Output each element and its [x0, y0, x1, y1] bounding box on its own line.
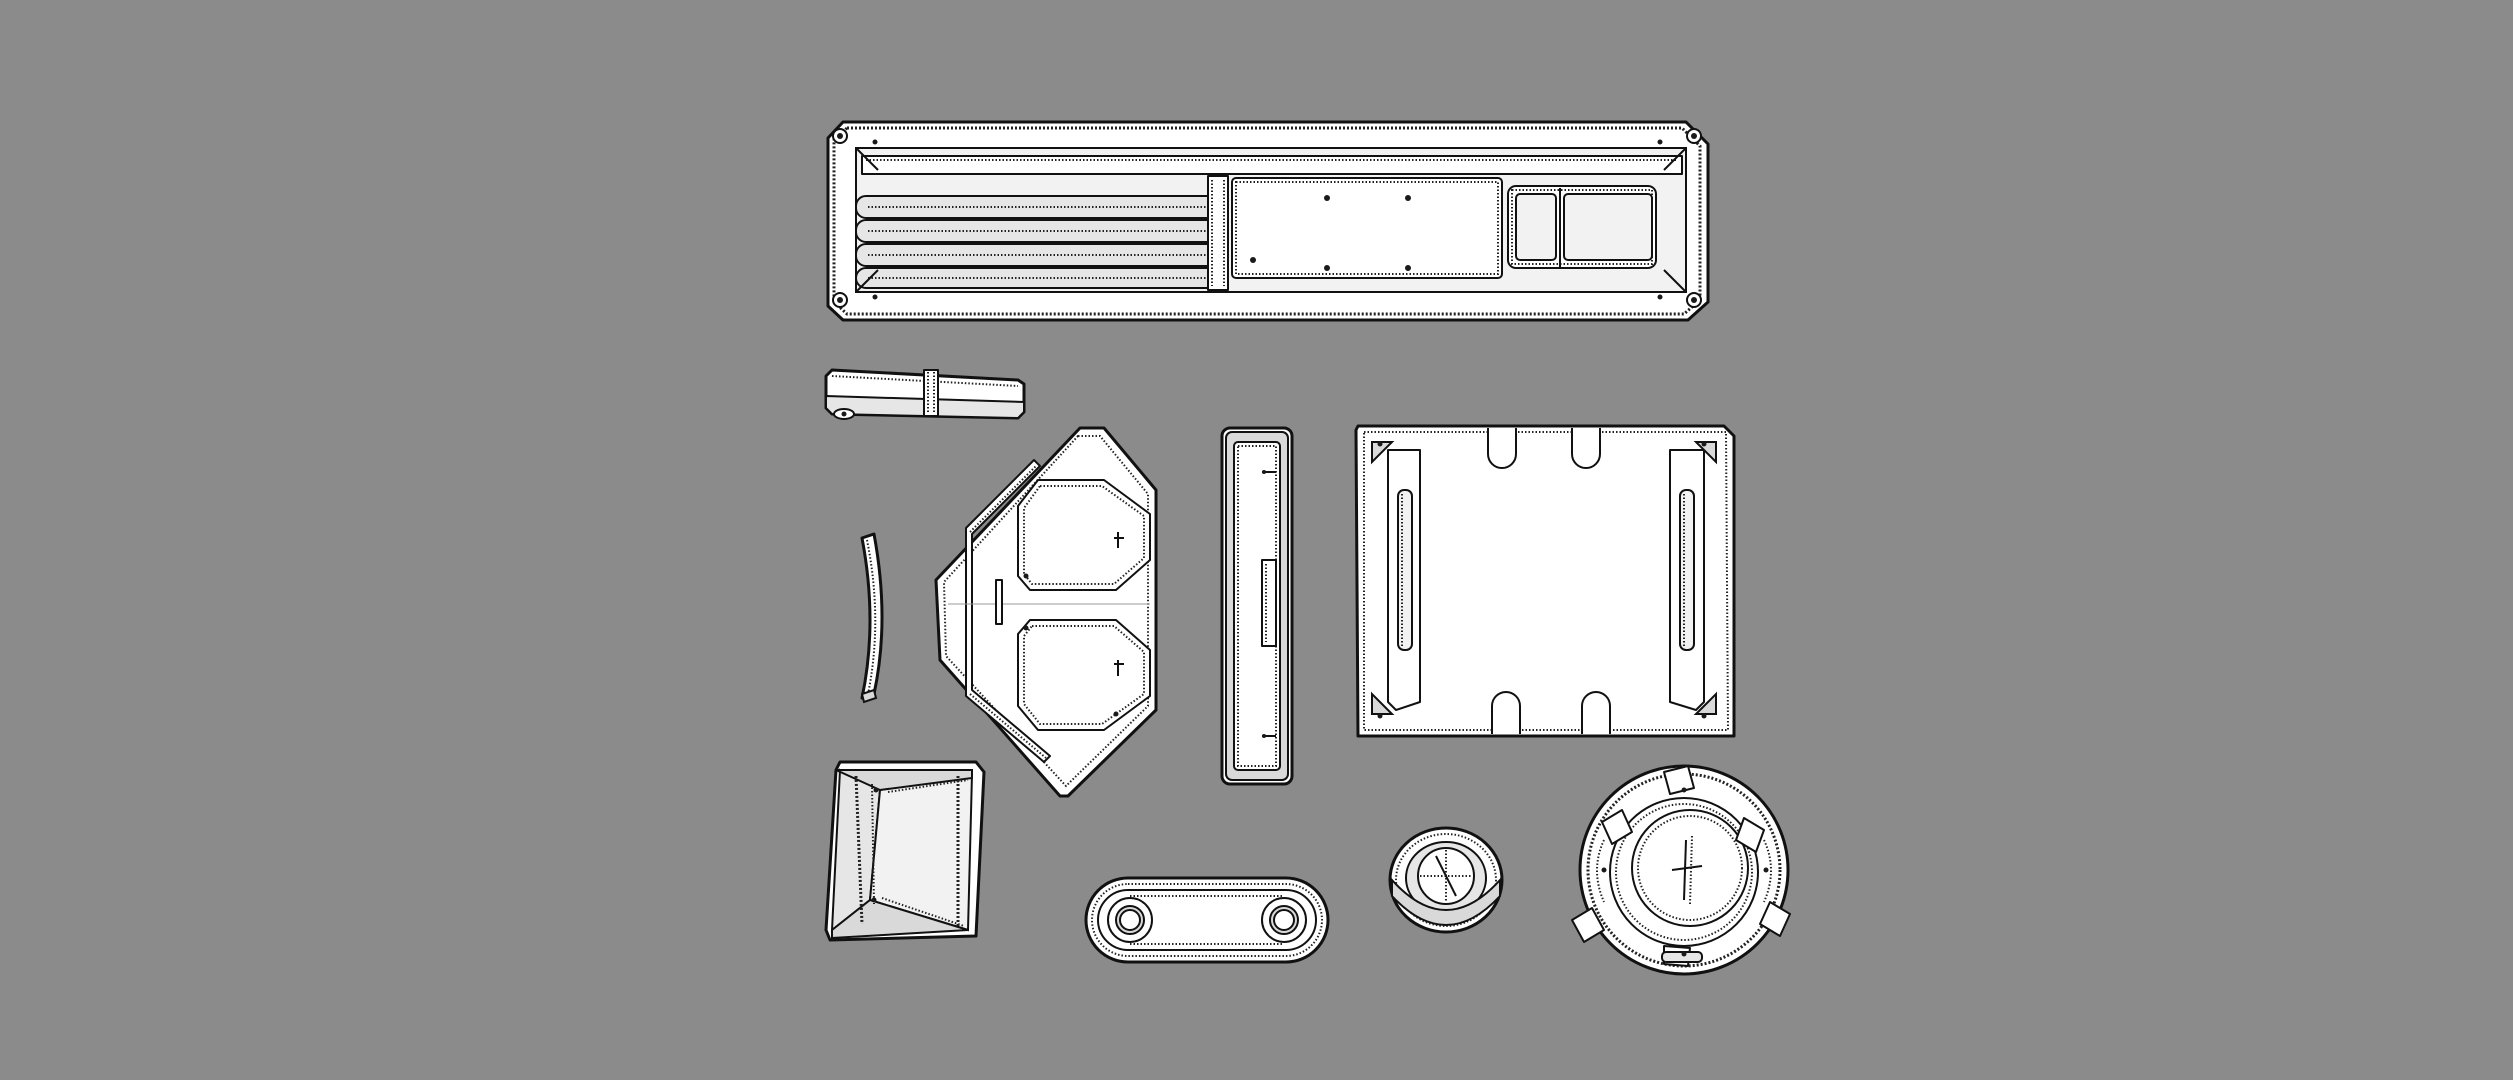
curved-strip [860, 532, 884, 704]
mounting-plate [1354, 424, 1736, 738]
link-plate [1084, 876, 1330, 964]
rail-frame [826, 120, 1710, 322]
hex-frame-panel [934, 426, 1158, 798]
ring-housing [1571, 764, 1791, 976]
clamp-bracket [824, 368, 1026, 420]
slotted-channel [1220, 426, 1294, 786]
corner-block [824, 760, 986, 942]
small-bushing [1388, 826, 1504, 934]
